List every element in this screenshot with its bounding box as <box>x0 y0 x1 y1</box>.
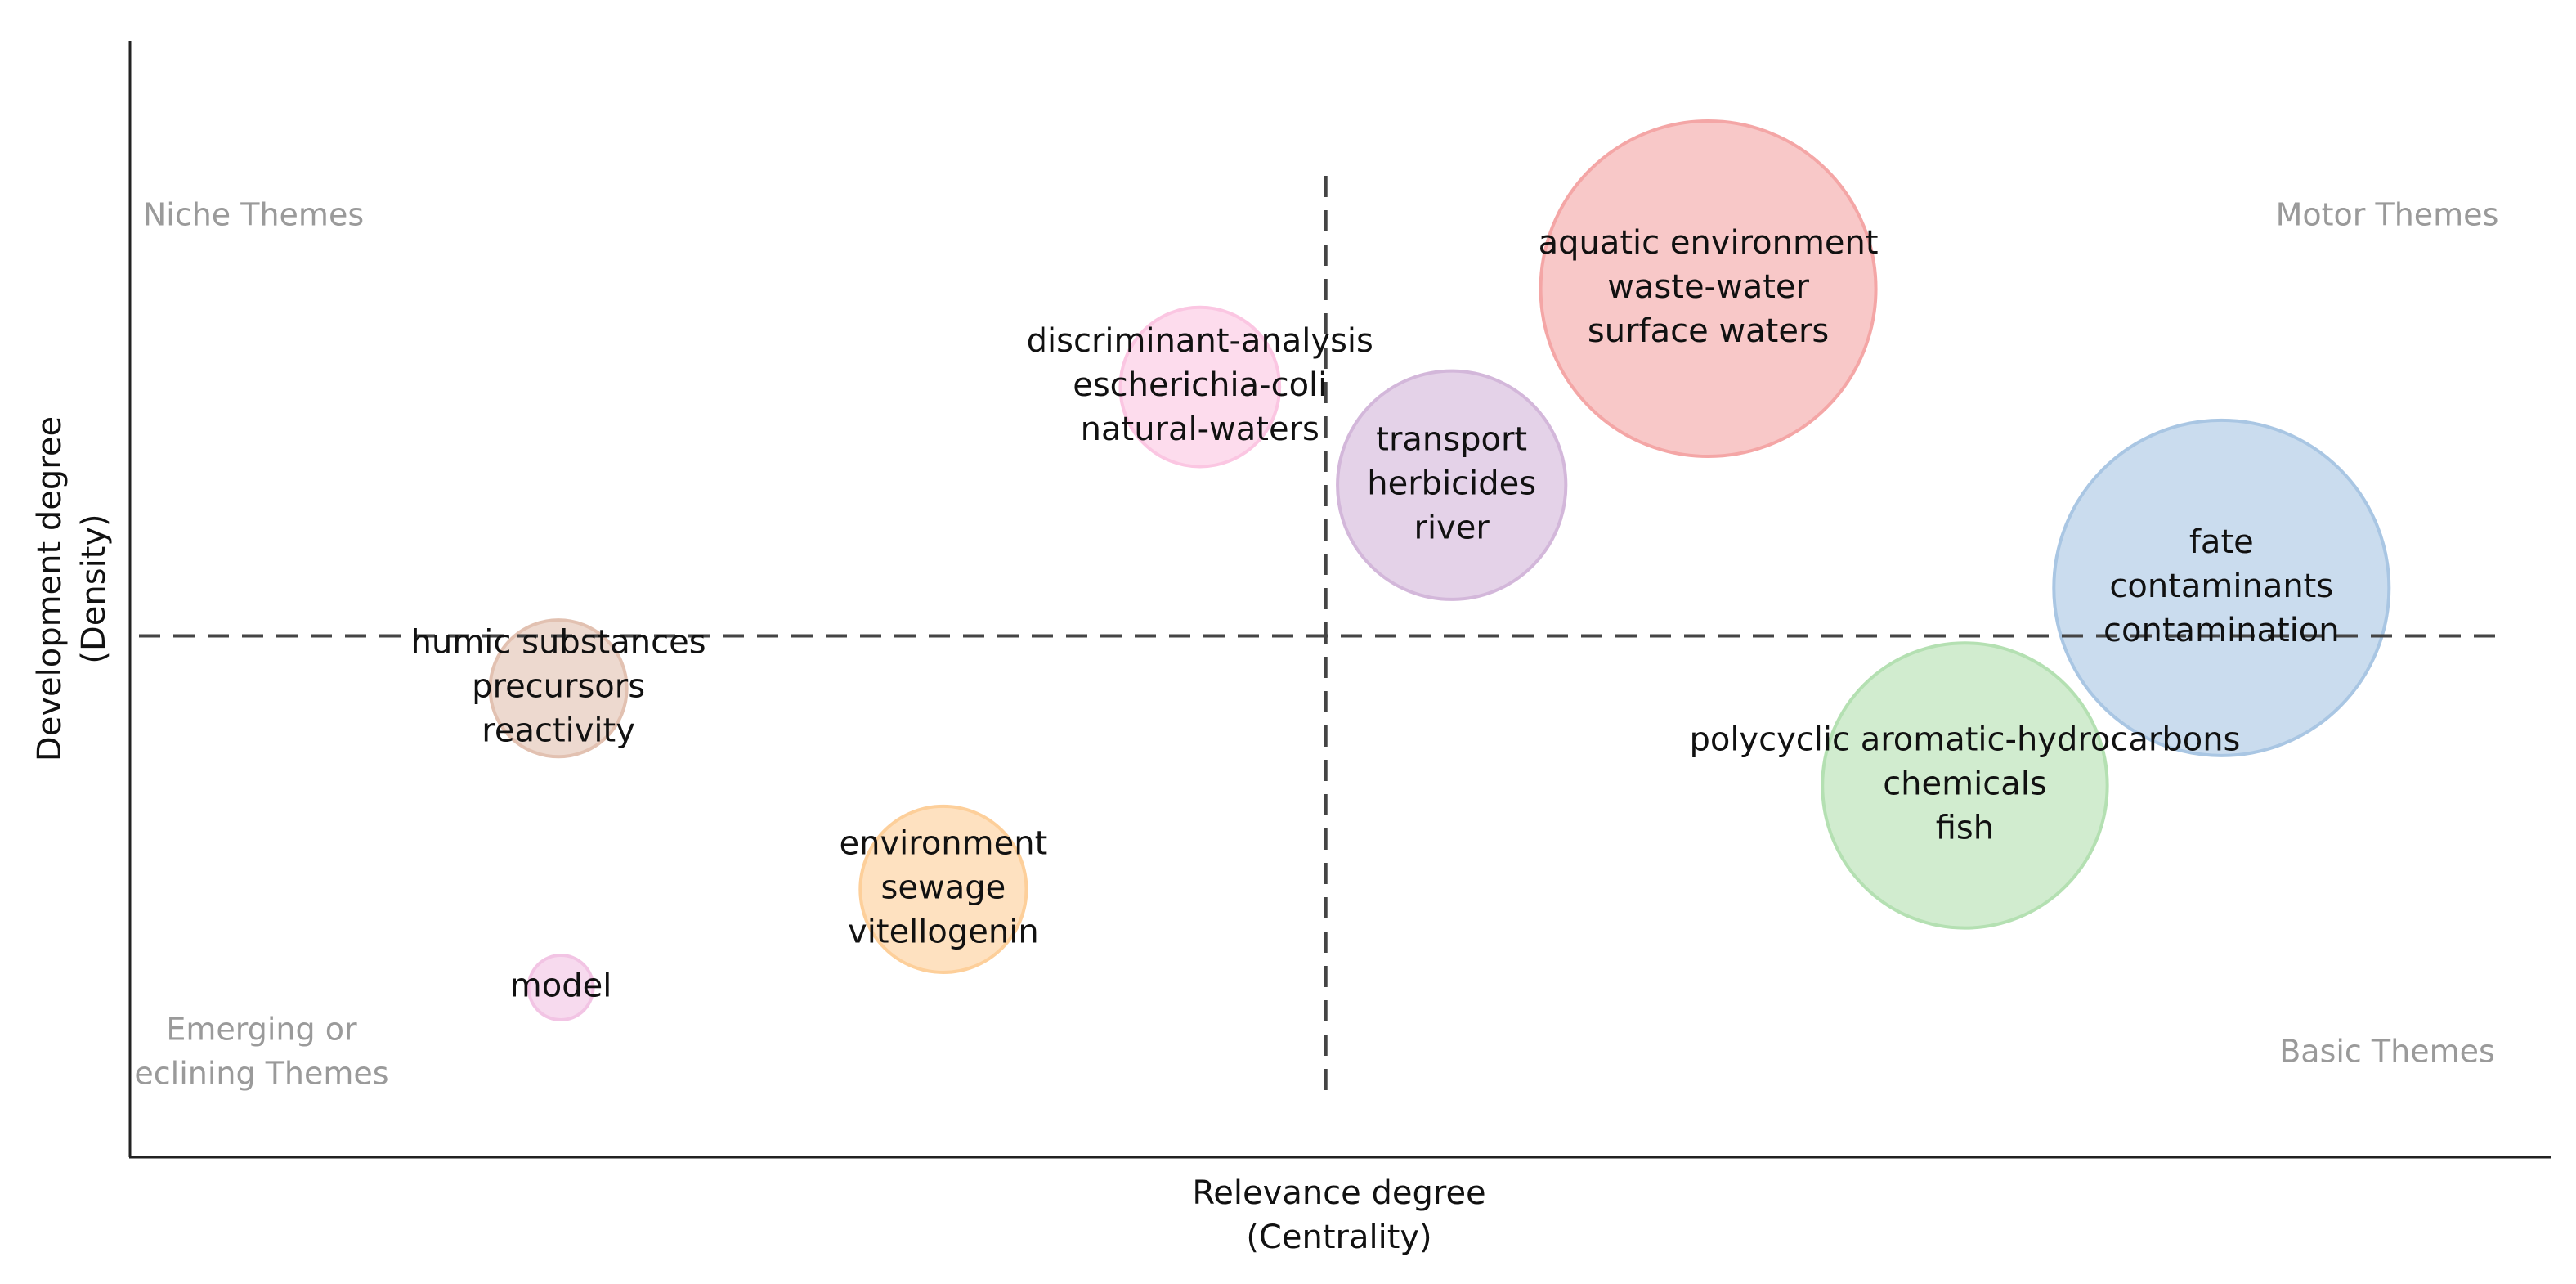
cluster-label-line: fish <box>1936 809 1994 846</box>
cluster-label-line: sewage <box>881 869 1006 906</box>
cluster-bubble[interactable] <box>526 954 595 1021</box>
axis-titles-layer: Relevance degree (Centrality) Development … <box>31 416 1486 1256</box>
cluster-label-line: vitellogenin <box>848 913 1039 950</box>
cluster-label-line: natural-waters <box>1081 411 1319 448</box>
cluster-label-line: fate <box>2189 523 2254 561</box>
cluster-label-line: environment <box>840 824 1048 862</box>
cluster-label: polycyclic aromatic-hydrocarbons chemical… <box>1689 721 2240 846</box>
cluster-label-line: contamination <box>2103 612 2340 649</box>
quadrant-emerging: Emerging or eclining Themes <box>134 1012 388 1092</box>
quadrant-motor: Motor Themes <box>2276 197 2499 233</box>
x-axis-title: Relevance degree (Centrality) <box>1192 1174 1485 1256</box>
cluster-label: aquatic environment waste-water surface wa… <box>1539 224 1879 350</box>
cluster-bubble[interactable] <box>1539 119 1878 459</box>
cluster-label-line: escherichia-coli <box>1073 366 1327 404</box>
cluster-label-line: model <box>510 967 612 1005</box>
quadrant-emerging-line: eclining Themes <box>134 1056 388 1092</box>
cluster-label-line: transport <box>1376 420 1527 458</box>
cluster-label: fate contaminants contamination <box>2103 523 2340 649</box>
quadrant-basic: Basic Themes <box>2279 1034 2495 1070</box>
cluster-label-line: aquatic environment <box>1539 224 1879 262</box>
y-axis-title: Development degree(Density) <box>31 416 113 761</box>
cluster-label: discriminant-analysis escherichia-coli nat… <box>1027 322 1373 448</box>
cluster-label: environment sewage vitellogenin <box>840 824 1048 950</box>
y-axis-title-line: Development degree <box>31 416 69 761</box>
x-axis-title-line: Relevance degree <box>1192 1174 1485 1212</box>
cluster-label-line: river <box>1414 509 1490 546</box>
cluster-label-line: surface waters <box>1588 312 1829 350</box>
cluster-label-line: polycyclic aromatic-hydrocarbons <box>1689 721 2240 758</box>
cluster-bubble[interactable] <box>1821 641 2109 930</box>
cluster-label-line: reactivity <box>482 712 635 750</box>
axes-layer <box>128 41 2551 1159</box>
x-axis-title-line: (Centrality) <box>1246 1219 1431 1256</box>
y-axis-title-line: (Density) <box>75 514 113 663</box>
cluster-bubble[interactable] <box>1118 305 1282 469</box>
cluster-label-line: contaminants <box>2109 568 2333 605</box>
cluster-label-line: chemicals <box>1883 765 2047 802</box>
bubbles-layer <box>488 119 2391 1021</box>
cluster-label: humic substances precursors reactivity <box>411 624 706 750</box>
cluster-bubble[interactable] <box>488 618 629 759</box>
cluster-label-line: herbicides <box>1367 465 1536 502</box>
quadrant-niche: Niche Themes <box>143 197 364 233</box>
quadrant-basic-line: Basic Themes <box>2279 1034 2495 1070</box>
quadrant-motor-line: Motor Themes <box>2276 197 2499 233</box>
quadrant-niche-line: Niche Themes <box>143 197 364 233</box>
quadrant-emerging-line: Emerging or <box>166 1012 357 1048</box>
cluster-label-line: discriminant-analysis <box>1027 322 1373 360</box>
reference-lines-layer <box>139 176 2508 1100</box>
cluster-label-line: humic substances <box>411 624 706 662</box>
cluster-label: transport herbicides river <box>1367 420 1536 546</box>
cluster-bubble[interactable] <box>1336 369 1568 601</box>
bubble-labels-layer: aquatic environment waste-water surface wa… <box>411 224 2340 1004</box>
cluster-label-line: waste-water <box>1607 268 1809 306</box>
cluster-label-line: precursors <box>472 668 645 706</box>
cluster-label: model <box>510 967 612 1005</box>
cluster-bubble[interactable] <box>858 804 1028 974</box>
cluster-bubble[interactable] <box>2052 418 2391 757</box>
